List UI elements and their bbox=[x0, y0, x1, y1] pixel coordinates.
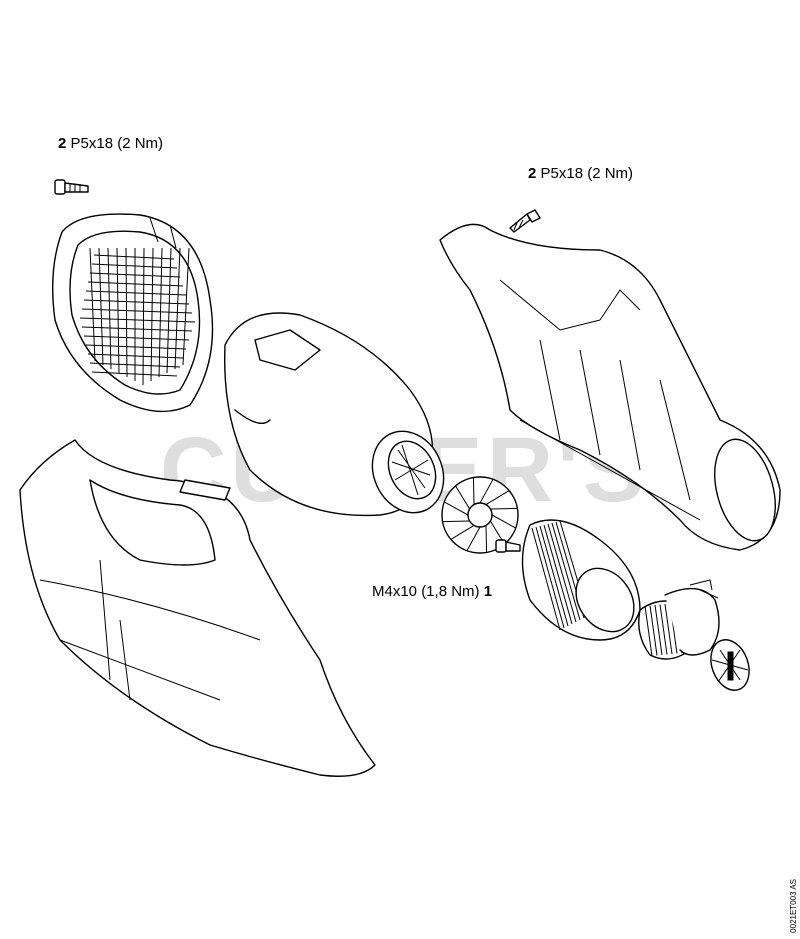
brush-holder bbox=[664, 579, 720, 656]
screw-center bbox=[495, 539, 521, 553]
callout-screw-center: M4x10 (1,8 Nm) 1 bbox=[372, 583, 492, 601]
motor-cylinder bbox=[521, 519, 641, 641]
callout-qty: 2 bbox=[528, 165, 537, 182]
callout-spec: P5x18 (2 Nm) bbox=[540, 165, 634, 182]
callout-qty: 2 bbox=[58, 135, 67, 152]
fan-shroud bbox=[224, 312, 445, 517]
drawing-code: 0021ET003 AS bbox=[789, 879, 798, 933]
screw-left bbox=[54, 179, 89, 195]
screw-right bbox=[509, 209, 541, 233]
callout-screw-left: 2 P5x18 (2 Nm) bbox=[58, 135, 163, 153]
housing-shell-left bbox=[19, 439, 376, 777]
grille-cover bbox=[51, 213, 214, 413]
end-fan bbox=[710, 639, 750, 691]
callout-spec: M4x10 (1,8 Nm) bbox=[372, 583, 480, 600]
callout-screw-right: 2 P5x18 (2 Nm) bbox=[528, 165, 633, 183]
callout-qty: 1 bbox=[483, 583, 493, 600]
housing-shell-right bbox=[439, 223, 781, 551]
callout-spec: P5x18 (2 Nm) bbox=[70, 135, 164, 152]
impeller bbox=[441, 476, 519, 554]
